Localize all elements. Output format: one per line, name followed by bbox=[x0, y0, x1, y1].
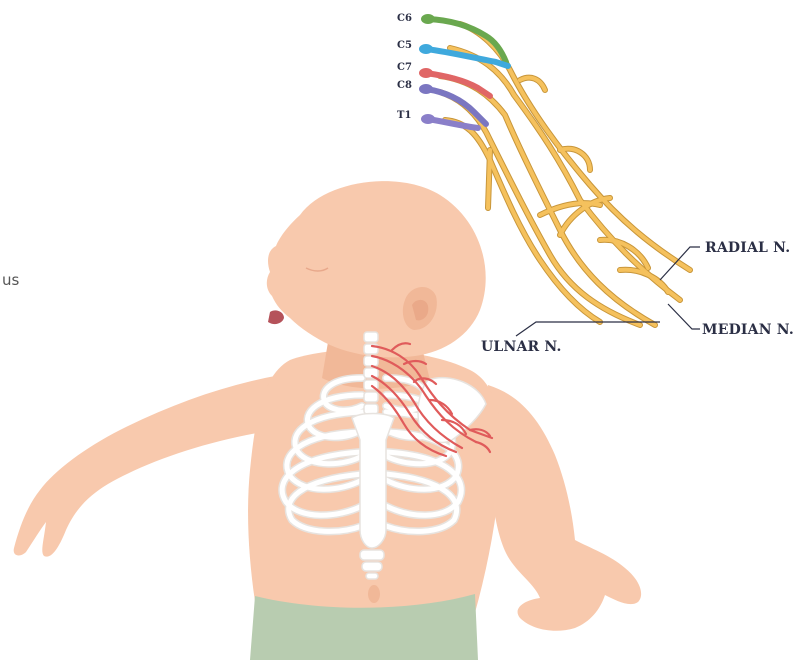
root-label-c6: C6 bbox=[397, 13, 412, 24]
baby-right-arm bbox=[488, 385, 641, 631]
baby-head bbox=[267, 181, 486, 357]
vertebra bbox=[366, 573, 378, 579]
root-c8-bulb bbox=[419, 84, 433, 94]
baby-mouth bbox=[268, 310, 284, 324]
median-nerve-label: MEDIAN N. bbox=[702, 322, 794, 338]
vertebra bbox=[362, 562, 382, 571]
belly-button bbox=[368, 585, 380, 603]
vertebra bbox=[364, 392, 378, 402]
radial-nerve-label: RADIAL N. bbox=[705, 240, 790, 256]
root-label-c5: C5 bbox=[397, 40, 412, 51]
vertebra bbox=[364, 404, 378, 414]
root-label-t1: T1 bbox=[397, 110, 411, 121]
root-c5-bulb bbox=[419, 44, 433, 54]
vertebra bbox=[360, 550, 384, 560]
cropped-caption-text: us bbox=[2, 271, 20, 289]
root-c6-bulb bbox=[421, 14, 435, 24]
root-label-c8: C8 bbox=[397, 80, 412, 91]
vertebra bbox=[364, 368, 378, 378]
root-c7-bulb bbox=[419, 68, 433, 78]
root-t1-bulb bbox=[421, 114, 435, 124]
median-leader-line bbox=[668, 304, 700, 329]
ulnar-nerve-label: ULNAR N. bbox=[481, 339, 562, 355]
root-label-c7: C7 bbox=[397, 62, 412, 73]
vertebra bbox=[364, 332, 378, 342]
